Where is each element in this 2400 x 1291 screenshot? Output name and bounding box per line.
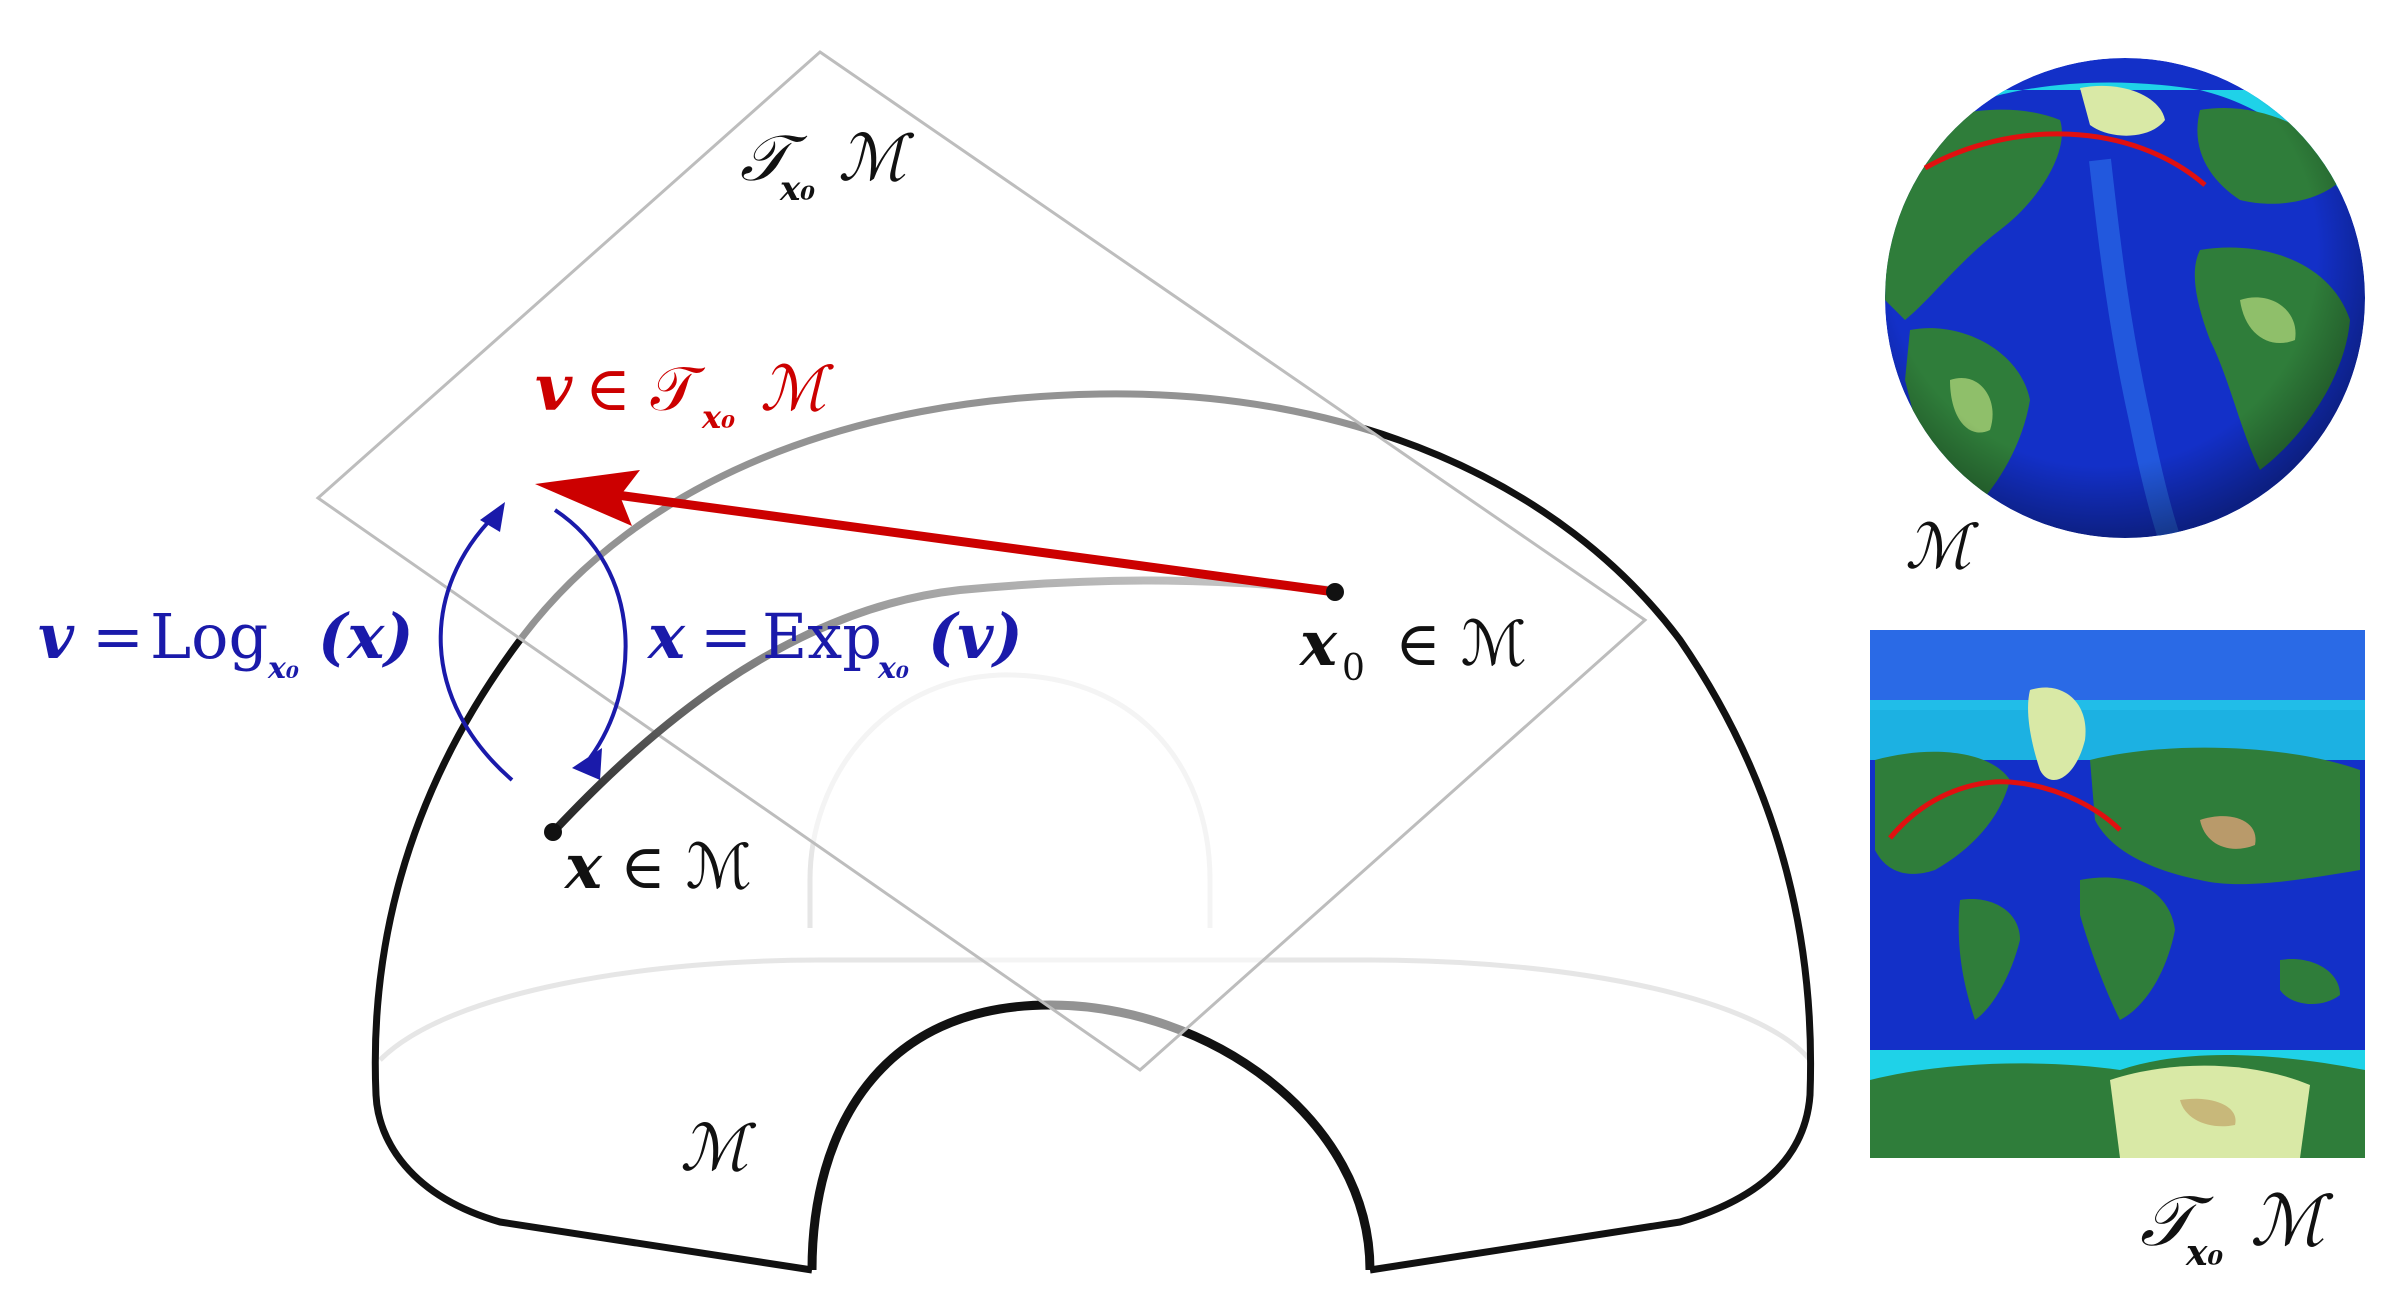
point-x0-symbol: x [1298, 607, 1338, 680]
point-x0-dot [1326, 583, 1344, 601]
map-label-manifold-symbol: ℳ [2250, 1180, 2334, 1262]
point-x-symbol: x [563, 830, 603, 903]
log-lhs: v [38, 600, 75, 673]
log-map-arrow [438, 513, 514, 782]
earth-globe-icon [1885, 58, 2365, 538]
point-x-label: x ∈ ℳ [563, 830, 752, 903]
tangent-plane-manifold-symbol: ℳ [838, 122, 915, 196]
manifold-front-arch [807, 1000, 1375, 1271]
exp-subscript: x₀ [877, 651, 909, 686]
map-geodesic [1888, 779, 2122, 840]
vector-member-symbol: ∈ 𝒯 [585, 352, 706, 425]
log-function-name: Log [150, 600, 268, 673]
flat-world-map-icon [1870, 630, 2365, 1158]
manifold-label: ℳ [680, 1112, 757, 1186]
point-x-dot [544, 823, 562, 841]
exp-equals: = [700, 600, 752, 673]
log-map-arrowhead [480, 502, 505, 532]
point-x0-label: x 0 ∈ ℳ [1298, 607, 1527, 689]
tangent-vector-arrowhead [535, 470, 640, 526]
globe-geodesic [1923, 131, 2207, 187]
vector-manifold-symbol: ℳ [760, 352, 834, 425]
point-x0-subscript: 0 [1342, 648, 1365, 689]
exp-map-label: x = Exp x₀ (v) [646, 600, 1023, 686]
tangent-plane [315, 50, 1648, 1072]
tangent-plane-subscript: x₀ [779, 169, 815, 209]
log-map-label: v = Log x₀ (x) [38, 600, 414, 686]
map-label-subscript: x₀ [2185, 1232, 2223, 1274]
geodesic-curve [551, 576, 1334, 834]
exp-map-arrowhead [572, 748, 602, 780]
exp-argument: (v) [928, 600, 1023, 673]
log-subscript: x₀ [267, 651, 299, 686]
log-argument: (x) [318, 600, 414, 673]
vector-subscript: x₀ [701, 398, 735, 436]
vector-v-symbol: v [535, 351, 573, 426]
exp-lhs: x [646, 600, 686, 673]
exp-function-name: Exp [762, 600, 882, 673]
tangent-vector-line [579, 485, 1336, 597]
globe-label: ℳ [1905, 510, 1979, 583]
point-x-member: ∈ ℳ [620, 830, 752, 903]
vector-label: v ∈ 𝒯 x₀ ℳ [535, 351, 834, 436]
exp-map-arrow [553, 508, 628, 760]
map-label: 𝒯 x₀ ℳ [2140, 1180, 2334, 1274]
log-equals: = [92, 600, 144, 673]
point-x0-member: ∈ ℳ [1395, 607, 1527, 680]
